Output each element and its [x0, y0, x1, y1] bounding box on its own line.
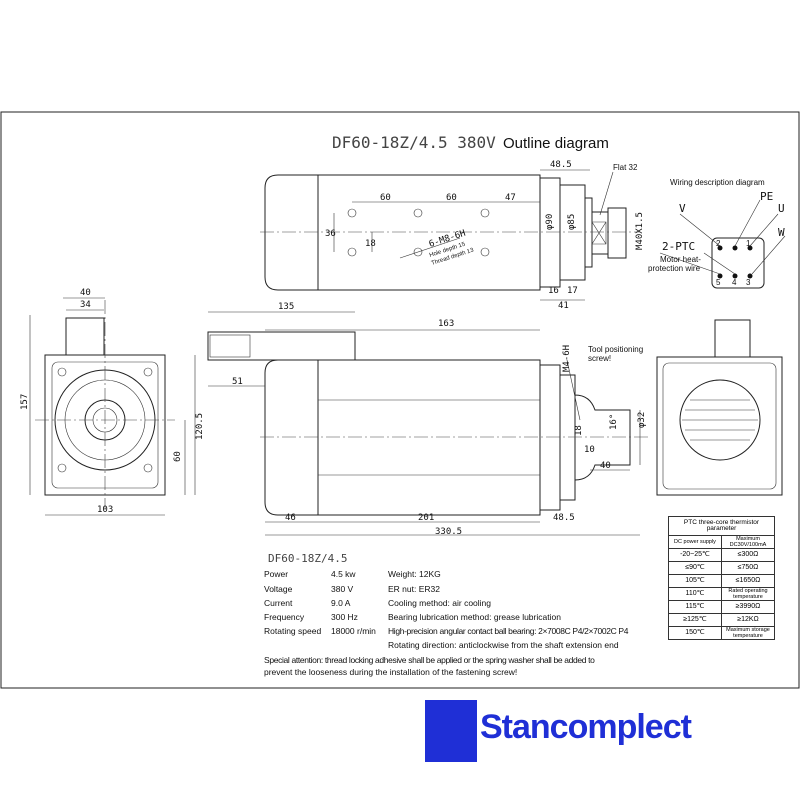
- attention-note: Special attention: thread locking adhesi…: [264, 655, 595, 665]
- header-cell: DC power supply: [668, 535, 722, 549]
- pin-label: 1: [746, 239, 751, 248]
- flat-label: Flat 32: [613, 163, 638, 172]
- dim-label: 51: [232, 377, 243, 387]
- dim-label: 36: [325, 229, 336, 239]
- thermistor-title: PTC three-core thermistor parameter: [668, 516, 775, 536]
- front-view: 40 34 157 120.5 60 103: [20, 288, 205, 516]
- value-cell: ≤750Ω: [721, 561, 775, 575]
- temp-cell: 115℃: [668, 600, 722, 614]
- spec-extra: High-precision angular contact ball bear…: [388, 626, 629, 636]
- wire-label-pe: PE: [760, 190, 773, 203]
- attention-note: prevent the looseness during the install…: [264, 667, 518, 677]
- dim-label: 16°: [609, 414, 619, 430]
- dim-label: 60: [173, 451, 183, 462]
- dim-label: φ85: [567, 214, 577, 230]
- dim-label: 330.5: [435, 527, 462, 537]
- value-cell: ≤1650Ω: [721, 574, 775, 588]
- temp-cell: ≥125℃: [668, 613, 722, 627]
- dim-label: 17: [567, 286, 578, 296]
- dim-label: 10: [584, 445, 595, 455]
- spec-extra: Weight: 12KG: [388, 569, 441, 579]
- dim-label: 103: [97, 505, 113, 515]
- spec-label: Current: [264, 598, 293, 608]
- drawing-title: DF60-18Z/4.5 380V: [332, 133, 496, 152]
- spec-value: 300 Hz: [331, 612, 358, 622]
- dim-label: 40: [80, 288, 91, 298]
- dim-label: 18: [574, 425, 584, 436]
- header-cell: Maximum DC30V/100mA: [721, 535, 775, 549]
- spec-label: Rotating speed: [264, 626, 322, 636]
- value-cell: Maximum storage temperature: [721, 626, 775, 640]
- spec-extra: Cooling method: air cooling: [388, 598, 492, 608]
- ptc-desc: Motor heat-: [660, 255, 701, 264]
- rear-view: [656, 319, 783, 496]
- temp-cell: 105℃: [668, 574, 722, 588]
- dim-label: φ32: [637, 412, 647, 428]
- dim-label: 163: [438, 319, 454, 329]
- temp-cell: -20~25℃: [668, 548, 722, 562]
- side-view: 135 163 51 M4-6H φ32 16° 18 10 40 46 201…: [207, 302, 650, 537]
- top-view: 48.5 60 60 47 36 18 φ90 φ85 M40X1.5 16 1…: [260, 160, 645, 311]
- value-cell: ≤300Ω: [721, 548, 775, 562]
- watermark-logo-icon: [425, 700, 477, 762]
- temp-cell: 110℃: [668, 587, 722, 601]
- wiring-diagram: Wiring description diagram 2 1 5 4 3 V P…: [648, 178, 786, 289]
- spec-extra: Bearing lubrication method: grease lubri…: [388, 612, 561, 622]
- pin-label: 4: [732, 278, 737, 287]
- dim-label: 47: [505, 193, 516, 203]
- value-cell: ≥12KΩ: [721, 613, 775, 627]
- spec-model: DF60-18Z/4.5: [268, 552, 348, 565]
- ptc-desc: protection wire: [648, 264, 701, 273]
- thermistor-table: PTC three-core thermistor parameter DC p…: [668, 516, 775, 640]
- dim-label: 60: [446, 193, 457, 203]
- drawing-subtitle: Outline diagram: [503, 135, 609, 152]
- temp-cell: 150℃: [668, 626, 722, 640]
- dim-label: 16: [548, 286, 559, 296]
- spec-label: Frequency: [264, 612, 305, 622]
- dim-label: 46: [285, 513, 296, 523]
- spec-label: Voltage: [264, 584, 293, 594]
- drawing-frame: [0, 111, 800, 689]
- watermark-text: Stancomplect: [480, 708, 692, 746]
- spec-extra: ER nut: ER32: [388, 584, 440, 594]
- dim-label: 120.5: [195, 413, 205, 440]
- dim-label: 157: [20, 394, 30, 410]
- pin-label: 2: [716, 239, 721, 248]
- dim-label: 40: [600, 461, 611, 471]
- wire-label-u: U: [778, 202, 785, 215]
- spec-value: 18000 r/min: [331, 626, 376, 636]
- spec-value: 9.0 A: [331, 598, 351, 608]
- dim-label: 48.5: [553, 513, 575, 523]
- dim-label: 41: [558, 301, 569, 311]
- spec-extra: Rotating direction: anticlockwise from t…: [388, 640, 619, 650]
- spec-value: 380 V: [331, 584, 354, 594]
- temp-cell: ≤90℃: [668, 561, 722, 575]
- spec-label: Power: [264, 569, 289, 579]
- dim-label: 34: [80, 300, 91, 310]
- dim-label: 60: [380, 193, 391, 203]
- dim-label: 18: [365, 239, 376, 249]
- wire-label-ptc: 2-PTC: [662, 240, 695, 253]
- dim-label: M40X1.5: [635, 212, 645, 250]
- value-cell: Rated operating temperature: [721, 587, 775, 601]
- pin-label: 5: [716, 278, 721, 287]
- wiring-title: Wiring description diagram: [670, 178, 765, 187]
- dim-label: M4-6H: [562, 345, 572, 372]
- dim-label: 135: [278, 302, 294, 312]
- spec-value: 4.5 kw: [331, 569, 356, 579]
- pin-label: 3: [746, 278, 751, 287]
- wire-label-v: V: [679, 202, 686, 215]
- value-cell: ≥3990Ω: [721, 600, 775, 614]
- dim-label: 48.5: [550, 160, 572, 170]
- dim-label: φ90: [545, 214, 555, 230]
- dim-label: 201: [418, 513, 434, 523]
- wire-label-w: W: [778, 226, 785, 239]
- screw-label: screw!: [588, 354, 611, 363]
- screw-label: Tool positioning: [588, 345, 643, 354]
